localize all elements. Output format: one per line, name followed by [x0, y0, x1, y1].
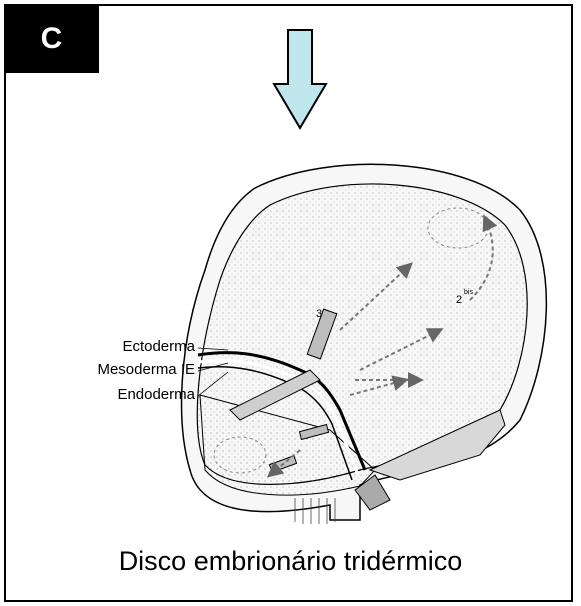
label-endoderma: Endoderma	[117, 386, 195, 403]
marker-3: 3	[316, 308, 322, 320]
figure-caption: Disco embrionário tridérmico	[0, 546, 581, 577]
label-ectoderma: Ectoderma	[122, 338, 195, 355]
label-mesoderma-ie: Mesoderma IE	[97, 361, 195, 378]
marker-2bis: 2	[456, 294, 462, 306]
marker-bis: bis	[464, 289, 473, 296]
